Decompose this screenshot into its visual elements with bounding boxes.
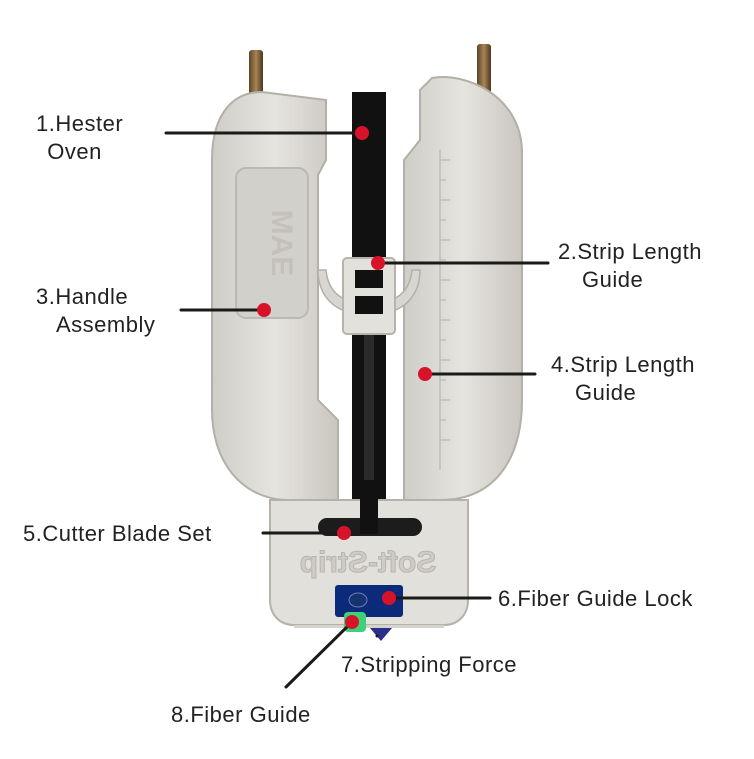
right-pin xyxy=(477,44,491,94)
label-strip-length-guide-4: 4.Strip Length Guide xyxy=(551,351,695,407)
marker-5 xyxy=(337,526,351,540)
label-3-line2: Assembly xyxy=(56,312,156,337)
label-4-line2: Guide xyxy=(575,380,637,405)
markers xyxy=(257,126,432,629)
label-1-line2: Oven xyxy=(47,139,102,164)
marker-8 xyxy=(345,615,359,629)
strip-guide-window-bottom xyxy=(355,296,383,314)
label-2-line1: 2.Strip Length xyxy=(558,239,702,264)
label-stripping-force: 7.Stripping Force xyxy=(341,652,518,677)
marker-1 xyxy=(355,126,369,140)
marker-6 xyxy=(382,591,396,605)
label-cutter-blade-set: 5.Cutter Blade Set xyxy=(23,521,212,546)
leader-line-8 xyxy=(284,620,354,689)
handle-grip-plate xyxy=(235,167,309,319)
label-fiber-guide-lock: 6.Fiber Guide Lock xyxy=(498,586,693,611)
handle-imprint: MAE xyxy=(265,210,298,277)
right-handle xyxy=(403,76,523,501)
marker-2 xyxy=(371,256,385,270)
stripping-force-arrow xyxy=(370,628,392,641)
label-2-line2: Guide xyxy=(582,267,644,292)
leader-lines xyxy=(164,131,550,689)
cutter-blade-stem xyxy=(360,490,378,534)
label-fiber-guide: 8.Fiber Guide xyxy=(171,702,311,727)
left-pin xyxy=(249,50,263,100)
ruler-scale xyxy=(439,150,450,470)
label-4-line1: 4.Strip Length xyxy=(551,352,695,377)
base-imprint: Soft-Strip xyxy=(300,546,437,579)
label-3-line1: 3.Handle xyxy=(36,284,129,309)
label-hester-oven: 1.Hester Oven xyxy=(36,110,123,166)
marker-4 xyxy=(418,367,432,381)
label-1-line1: 1.Hester xyxy=(36,111,124,136)
label-handle-assembly: 3.Handle Assembly xyxy=(36,283,155,339)
strip-guide-window-top xyxy=(355,270,383,288)
label-strip-length-guide-2: 2.Strip Length Guide xyxy=(558,238,702,294)
base-bottom-tab xyxy=(294,625,444,628)
heater-oven-slot xyxy=(364,300,374,480)
fiber-guide-lock-knob xyxy=(348,592,368,608)
marker-3 xyxy=(257,303,271,317)
